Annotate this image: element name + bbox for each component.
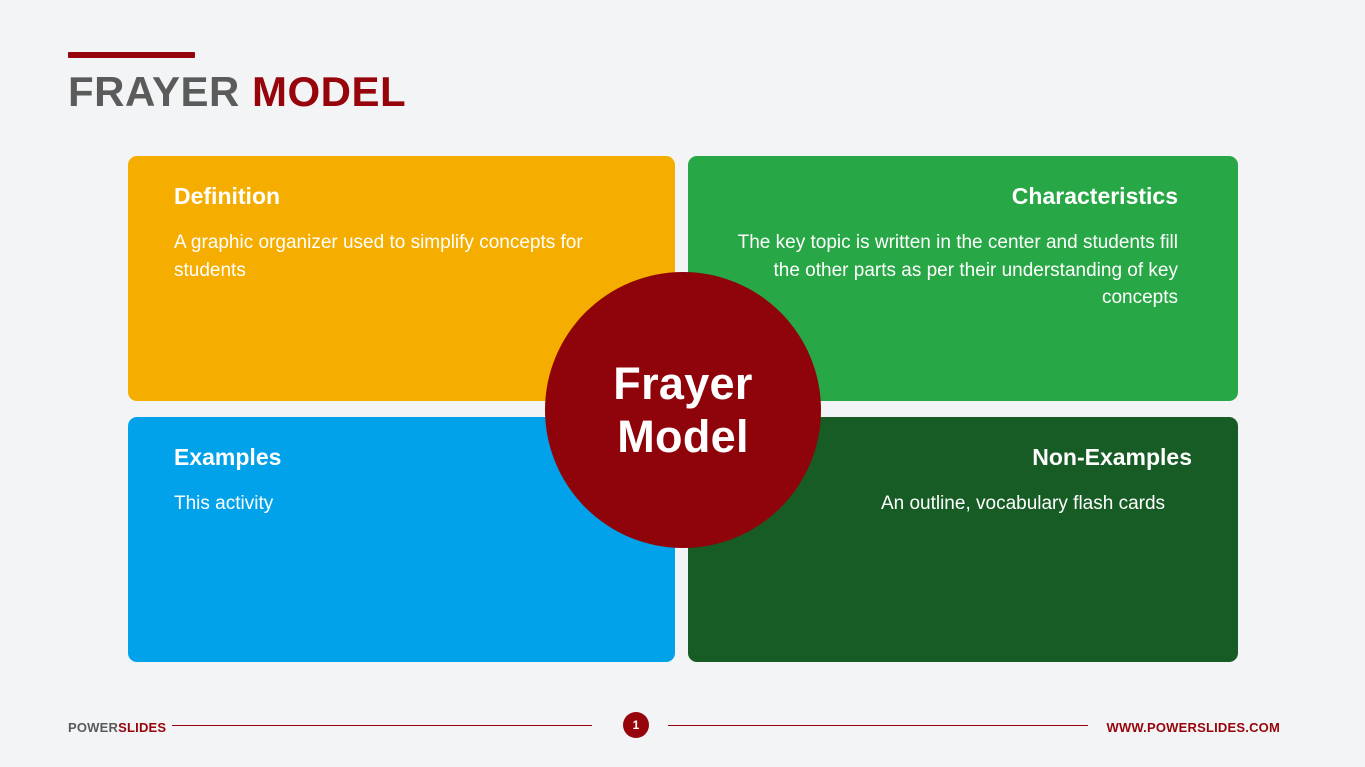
quadrant-non-examples-content: Non-Examples An outline, vocabulary flas… (688, 417, 1238, 518)
quadrant-examples-content: Examples This activity (128, 417, 675, 518)
footer-website-url[interactable]: WWW.POWERSLIDES.COM (1106, 719, 1280, 735)
center-concept-line-one: Frayer (613, 357, 753, 409)
quadrant-definition-heading: Definition (174, 183, 281, 209)
title-accent-rule (68, 52, 195, 58)
page-title: FRAYER MODEL (68, 71, 668, 113)
footer-logo-accent: SLIDES (118, 719, 167, 735)
quadrant-examples-body: This activity (174, 493, 274, 515)
page-title-primary: FRAYER (68, 68, 252, 115)
footer-divider-left (172, 725, 592, 726)
quadrant-non-examples-body: An outline, vocabulary flash cards (880, 493, 1166, 515)
center-concept-label: Frayer Model (613, 357, 752, 463)
quadrant-characteristics-content: Characteristics The key topic is written… (688, 156, 1238, 312)
quadrant-characteristics-heading: Characteristics (1011, 183, 1178, 209)
quadrant-characteristics-body: The key topic is written in the center a… (737, 232, 1178, 309)
quadrant-definition-body: A graphic organizer used to simplify con… (174, 232, 583, 281)
slide-header: FRAYER MODEL (68, 52, 668, 113)
footer-logo[interactable]: POWERSLIDES (68, 720, 166, 735)
slide-footer: POWERSLIDES WWW.POWERSLIDES.COM (0, 712, 1365, 742)
footer-logo-primary: POWER (68, 719, 119, 735)
center-concept-circle[interactable]: Frayer Model (545, 272, 821, 548)
page-number-badge: 1 (623, 712, 649, 738)
center-concept-line-two: Model (617, 411, 749, 462)
page-title-accent: MODEL (252, 68, 407, 115)
quadrant-definition[interactable]: Definition A graphic organizer used to s… (128, 156, 675, 401)
quadrant-definition-content: Definition A graphic organizer used to s… (128, 156, 675, 284)
quadrant-examples-heading: Examples (174, 444, 282, 470)
footer-divider-right (668, 725, 1088, 726)
quadrant-non-examples-heading: Non-Examples (1032, 444, 1192, 470)
